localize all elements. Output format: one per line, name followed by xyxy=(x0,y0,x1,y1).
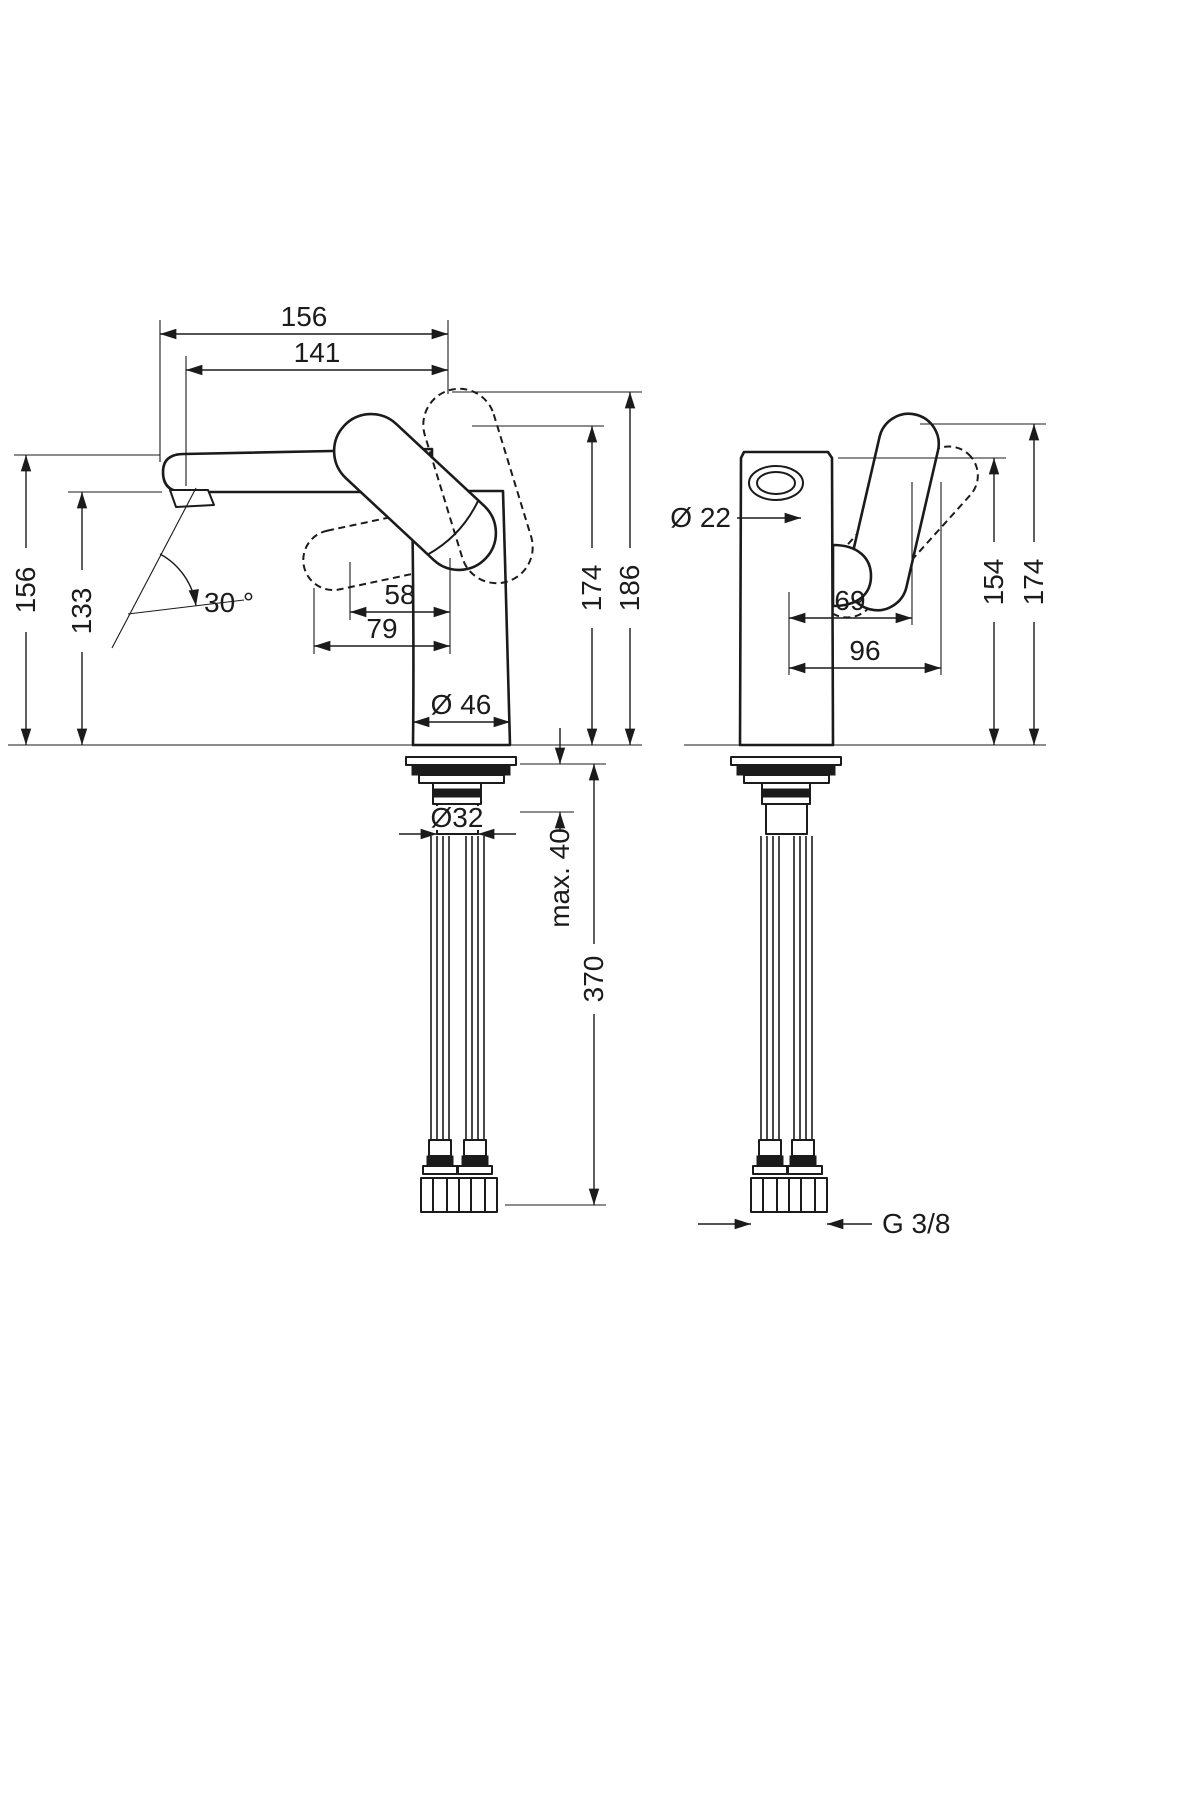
dim-label-96: 96 xyxy=(849,635,880,666)
angle-leg-line xyxy=(111,487,197,649)
front-handle-solid xyxy=(845,412,941,612)
dim-label-max40: max. 40 xyxy=(544,828,575,928)
dim-label-d46: Ø 46 xyxy=(431,689,492,720)
base-plate xyxy=(405,756,517,766)
dim-label-370: 370 xyxy=(578,956,609,1003)
threaded-rod xyxy=(765,803,808,835)
supply-hoses xyxy=(420,836,498,1213)
hex-nut xyxy=(750,1177,790,1213)
dim-label-174-front: 174 xyxy=(1018,559,1049,606)
handle-boss xyxy=(831,543,873,608)
dim-label-154: 154 xyxy=(978,559,1009,606)
hose-crimp xyxy=(758,1139,782,1157)
washer xyxy=(743,774,830,784)
front-extension-lines xyxy=(788,423,1046,675)
handle-raised-dashed xyxy=(422,387,534,585)
base-plate xyxy=(730,756,842,766)
hose-crimp xyxy=(791,1139,815,1157)
front-body xyxy=(738,450,835,747)
mounting-nut-band xyxy=(761,788,811,798)
aerator-inner-ring xyxy=(756,471,796,495)
dim-label-58: 58 xyxy=(384,579,415,610)
handle-joint-line xyxy=(427,499,480,556)
dim-label-133: 133 xyxy=(66,588,97,635)
side-view: 30 ° 156 141 174 186 156 xyxy=(8,301,645,1213)
angle-arc xyxy=(159,553,199,607)
fitting-plate xyxy=(422,1165,458,1175)
angle-dimension: 30 ° xyxy=(111,487,254,649)
handle-outline xyxy=(332,412,498,572)
hose-collar xyxy=(756,1155,784,1167)
hex-nut xyxy=(420,1177,460,1213)
dim-label-g38: G 3/8 xyxy=(882,1208,950,1239)
dim-label-79: 79 xyxy=(366,613,397,644)
handle-raised-outline xyxy=(422,387,534,585)
front-dimensions: Ø 22 69 96 154 174 G 3/8 xyxy=(670,424,1049,1239)
seal-ring xyxy=(411,764,511,776)
fitting-plate xyxy=(457,1165,493,1175)
handle-solid xyxy=(332,412,498,572)
aerator xyxy=(169,489,215,508)
hose-collar xyxy=(461,1155,489,1167)
aerator-body xyxy=(169,489,215,508)
dim-label-156-top: 156 xyxy=(281,301,328,332)
fitting-plate xyxy=(752,1165,788,1175)
dim-label-141: 141 xyxy=(294,337,341,368)
hose-crimp xyxy=(463,1139,487,1157)
angle-leg-line xyxy=(127,599,245,615)
dim-label-d22: Ø 22 xyxy=(670,502,731,533)
mounting-nut-band xyxy=(432,788,482,798)
hex-nut xyxy=(458,1177,498,1213)
label-background xyxy=(427,806,487,830)
front-supply-hoses xyxy=(750,836,828,1213)
side-dimensions: 156 141 174 186 156 133 58 xyxy=(10,301,645,1205)
fitting-plate xyxy=(787,1165,823,1175)
dim-label-186: 186 xyxy=(614,565,645,612)
hose-crimp xyxy=(428,1139,452,1157)
front-handle-outline xyxy=(845,412,941,612)
dim-label-156-left: 156 xyxy=(10,567,41,614)
front-view: Ø 22 69 96 154 174 G 3/8 xyxy=(670,412,1049,1239)
dim-label-angle: 30 ° xyxy=(204,587,254,618)
dim-label-d32: Ø32 xyxy=(431,802,484,833)
dim-label-174: 174 xyxy=(576,565,607,612)
hose-collar xyxy=(789,1155,817,1167)
front-mounting-hardware xyxy=(730,756,842,835)
aerator-outer-ring xyxy=(748,465,804,501)
dim-label-69: 69 xyxy=(834,585,865,616)
seal-ring xyxy=(736,764,836,776)
hose-collar xyxy=(426,1155,454,1167)
hex-nut xyxy=(788,1177,828,1213)
washer xyxy=(418,774,505,784)
